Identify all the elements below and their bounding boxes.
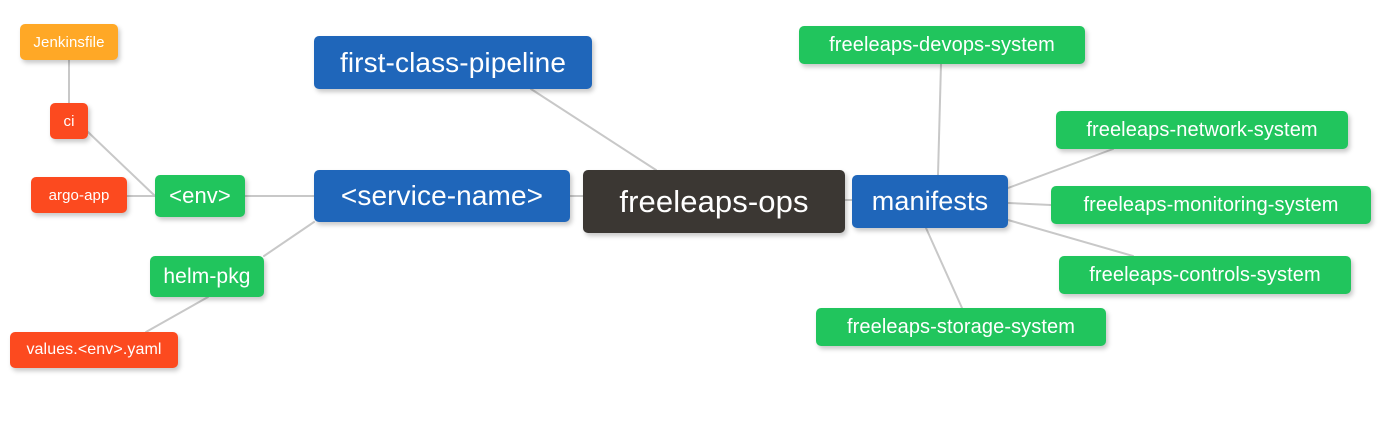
mindmap-node-label: freeleaps-storage-system xyxy=(846,316,1076,338)
edge-manifests-to-controls-sys xyxy=(1007,219,1134,257)
mindmap-node-storage-sys[interactable]: freeleaps-storage-system xyxy=(816,308,1106,346)
mindmap-node-label: freeleaps-monitoring-system xyxy=(1083,194,1339,216)
edge-manifests-to-network-sys xyxy=(1007,148,1114,189)
mindmap-node-label: first-class-pipeline xyxy=(339,46,567,78)
mindmap-node-first-class[interactable]: first-class-pipeline xyxy=(314,36,592,89)
mindmap-node-monitoring-sys[interactable]: freeleaps-monitoring-system xyxy=(1051,186,1371,224)
edge-manifests-to-devops-sys xyxy=(937,63,942,176)
edge-manifests-to-storage-sys xyxy=(925,227,963,309)
edge-service-name-to-helm-pkg xyxy=(263,221,315,257)
edge-helm-pkg-to-values-yaml xyxy=(145,296,209,333)
mindmap-node-label: ci xyxy=(63,112,75,130)
mindmap-node-label: freeleaps-ops xyxy=(619,184,809,219)
mindmap-node-label: manifests xyxy=(871,186,989,216)
mindmap-node-network-sys[interactable]: freeleaps-network-system xyxy=(1056,111,1348,149)
mindmap-node-ci[interactable]: ci xyxy=(50,103,88,139)
mindmap-node-label: freeleaps-controls-system xyxy=(1089,264,1321,286)
mindmap-node-helm-pkg[interactable]: helm-pkg xyxy=(150,256,264,297)
mindmap-node-label: <env> xyxy=(169,183,231,208)
mindmap-node-env[interactable]: <env> xyxy=(155,175,245,217)
mindmap-node-service-name[interactable]: <service-name> xyxy=(314,170,570,222)
edge-first-class-to-freeleaps-ops xyxy=(530,88,657,171)
edge-manifests-to-monitoring-sys xyxy=(1007,202,1052,206)
mindmap-node-label: values.<env>.yaml xyxy=(26,341,162,358)
mindmap-node-label: helm-pkg xyxy=(163,265,251,288)
mindmap-node-argo-app[interactable]: argo-app xyxy=(31,177,127,213)
mindmap-node-controls-sys[interactable]: freeleaps-controls-system xyxy=(1059,256,1351,294)
mindmap-node-label: freeleaps-network-system xyxy=(1086,119,1318,141)
mindmap-node-jenkinsfile[interactable]: Jenkinsfile xyxy=(20,24,118,60)
mindmap-node-manifests[interactable]: manifests xyxy=(852,175,1008,228)
mindmap-node-freeleaps-ops[interactable]: freeleaps-ops xyxy=(583,170,845,233)
mindmap-node-devops-sys[interactable]: freeleaps-devops-system xyxy=(799,26,1085,64)
mindmap-node-label: Jenkinsfile xyxy=(33,33,105,51)
mindmap-node-values-yaml[interactable]: values.<env>.yaml xyxy=(10,332,178,368)
mindmap-node-label: freeleaps-devops-system xyxy=(829,34,1055,56)
mindmap-node-label: <service-name> xyxy=(340,180,544,211)
mindmap-node-label: argo-app xyxy=(48,186,110,204)
